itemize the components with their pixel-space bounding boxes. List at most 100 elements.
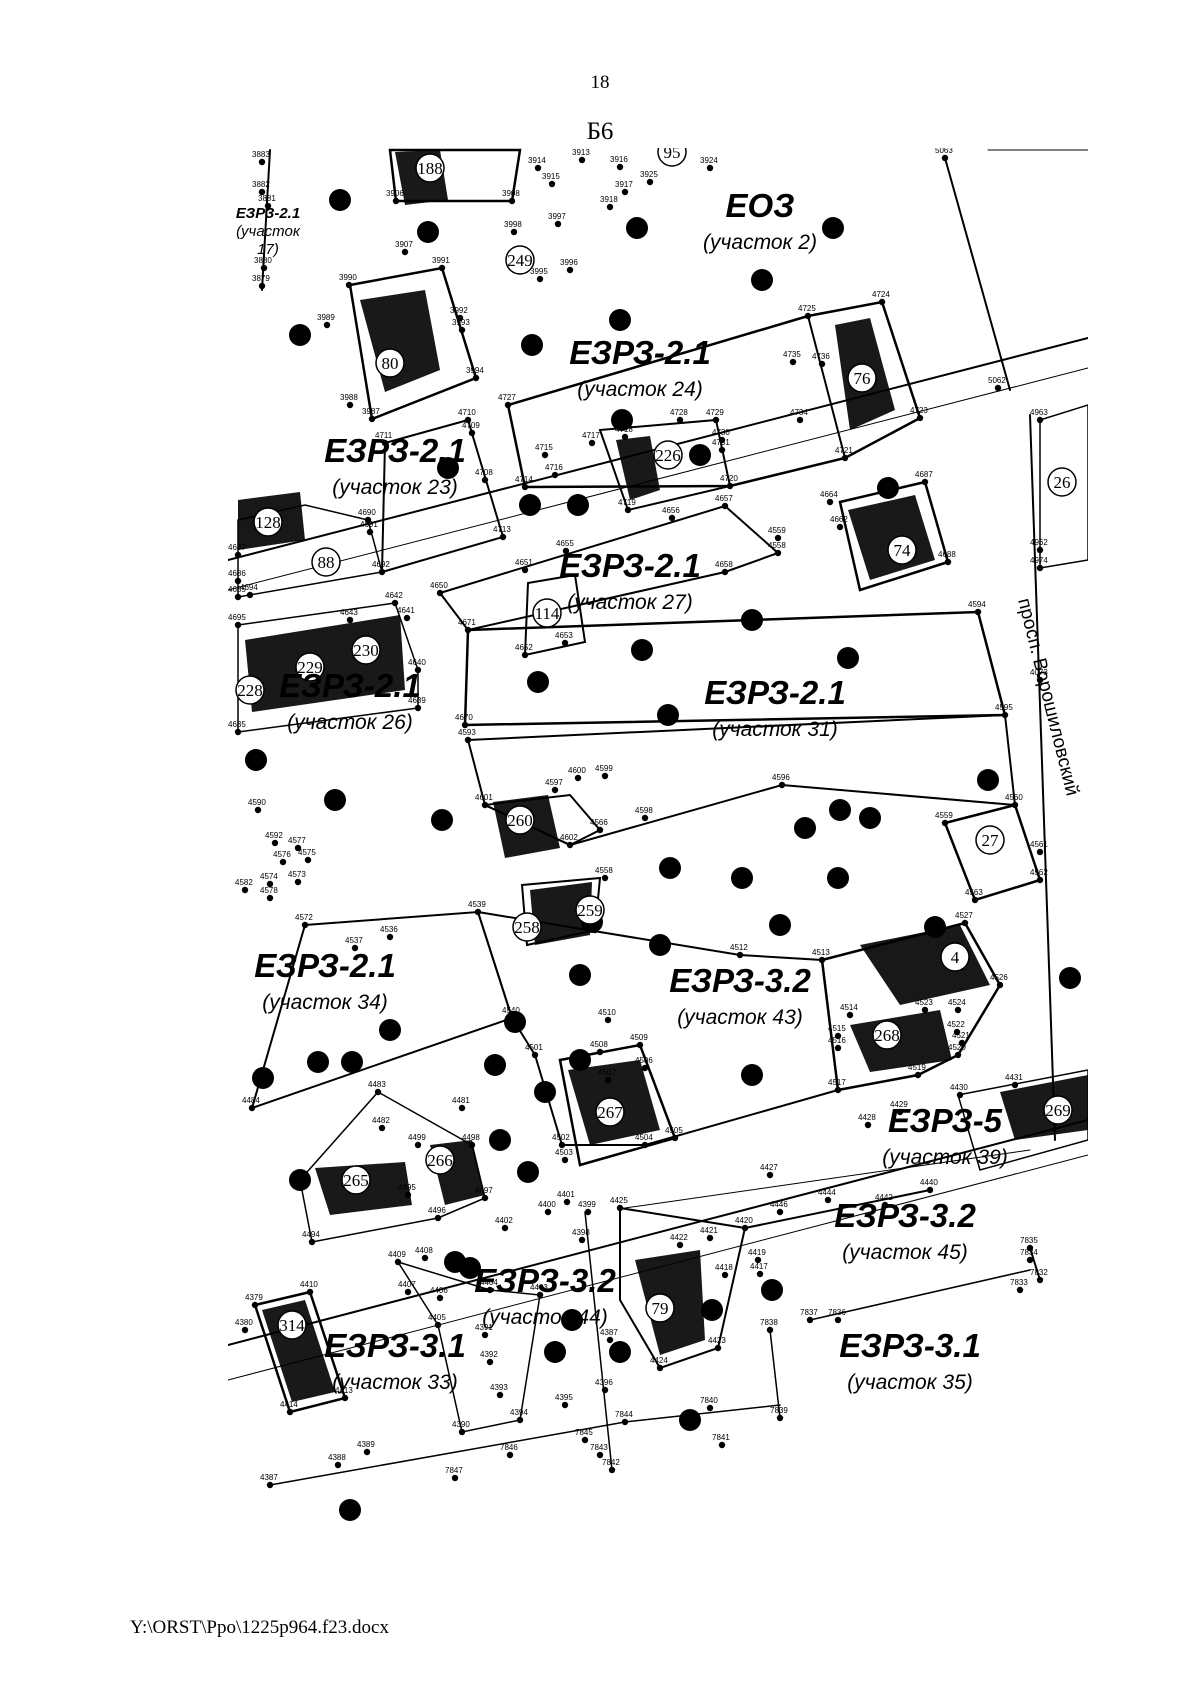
- survey-point-dot: [971, 896, 979, 904]
- survey-point-dot: [251, 1301, 259, 1309]
- survey-point-number: 4574: [260, 872, 278, 881]
- survey-point-number: 4388: [328, 1453, 346, 1462]
- survey-point-dot: [841, 454, 849, 462]
- survey-point-dot: [601, 1386, 609, 1394]
- survey-point-dot: [258, 188, 266, 196]
- survey-point-dot: [596, 1451, 604, 1459]
- survey-point-dot: [706, 1234, 714, 1242]
- marker-dot: [609, 309, 631, 331]
- survey-point-number: 7838: [760, 1318, 778, 1327]
- survey-point-dot: [234, 728, 242, 736]
- survey-point-dot: [824, 1196, 832, 1204]
- survey-point-number: 3881: [258, 194, 276, 203]
- object-circle: [847, 363, 877, 393]
- survey-point-dot: [604, 1016, 612, 1024]
- survey-point-number: 4688: [938, 550, 956, 559]
- object-circle: [351, 635, 381, 665]
- survey-point-dot: [804, 312, 812, 320]
- survey-point-number: 4517: [828, 1078, 846, 1087]
- survey-point-dot: [996, 981, 1004, 989]
- survey-point-number: 4425: [610, 1196, 628, 1205]
- survey-point-number: 4406: [430, 1286, 448, 1295]
- survey-point-number: 4481: [452, 1096, 470, 1105]
- survey-point-number: 4736: [812, 352, 830, 361]
- survey-point-dot: [896, 1108, 904, 1116]
- survey-point-dot: [671, 1134, 679, 1142]
- survey-point-number: 4495: [398, 1183, 416, 1192]
- survey-point-number: 4400: [538, 1200, 556, 1209]
- marker-dot: [701, 1299, 723, 1321]
- object-number: 265: [343, 1171, 369, 1190]
- survey-point-number: 4601: [475, 793, 493, 802]
- survey-point-dot: [736, 951, 744, 959]
- survey-point-dot: [345, 281, 353, 289]
- object-circle: [975, 825, 1005, 855]
- object-number: 266: [427, 1151, 453, 1170]
- object-number: 88: [318, 553, 335, 572]
- survey-point-number: 4389: [357, 1440, 375, 1449]
- survey-point-dot: [401, 248, 409, 256]
- zone-plot: (участок 23): [332, 476, 458, 499]
- survey-point-number: 4561: [1030, 840, 1048, 849]
- marker-dot: [329, 189, 351, 211]
- zone-labels: ЕОЗ(участок 2)ЕЗРЗ-2.1(участок 24)ЕЗРЗ-2…: [236, 187, 1008, 1394]
- survey-point-dot: [826, 498, 834, 506]
- survey-point-number: 3991: [432, 256, 450, 265]
- survey-point-dot: [1036, 1276, 1044, 1284]
- survey-point-number: 4641: [397, 606, 415, 615]
- survey-point-dot: [266, 1481, 274, 1489]
- survey-point-dot: [464, 626, 472, 634]
- object-number: 228: [237, 681, 263, 700]
- survey-point-dot: [561, 639, 569, 647]
- survey-point-number: 4392: [480, 1350, 498, 1359]
- marker-dot: [611, 409, 633, 431]
- survey-point-dot: [391, 599, 399, 607]
- survey-point-number: 4575: [298, 848, 316, 857]
- survey-point-dot: [721, 568, 729, 576]
- marker-dot: [561, 1309, 583, 1331]
- survey-point-dot: [341, 1394, 349, 1402]
- survey-point-dot: [378, 568, 386, 576]
- object-number: 229: [297, 658, 323, 677]
- survey-point-dot: [606, 1336, 614, 1344]
- survey-point-dot: [1036, 876, 1044, 884]
- survey-point-dot: [714, 1344, 722, 1352]
- survey-point-number: 4536: [380, 925, 398, 934]
- survey-point-number: 3916: [610, 155, 628, 164]
- survey-point-number: 4596: [772, 773, 790, 782]
- survey-point-number: 4560: [1005, 793, 1023, 802]
- zone-code: ЕЗРЗ-2.1: [569, 334, 711, 371]
- survey-point-dot: [554, 220, 562, 228]
- survey-point-dot: [301, 921, 309, 929]
- survey-point-number: 4505: [665, 1126, 683, 1135]
- object-circle: [341, 1165, 371, 1195]
- zone-plot: (участок 2): [703, 231, 817, 254]
- marker-dot: [431, 809, 453, 831]
- survey-point-dot: [776, 1414, 784, 1422]
- marker-dot: [977, 769, 999, 791]
- survey-point-dot: [516, 1416, 524, 1424]
- survey-point-dot: [741, 1224, 749, 1232]
- survey-point-dot: [436, 1294, 444, 1302]
- survey-point-dot: [718, 436, 726, 444]
- survey-point-dot: [566, 841, 574, 849]
- survey-point-dot: [961, 919, 969, 927]
- object-circle: [940, 942, 970, 972]
- survey-point-dot: [596, 1048, 604, 1056]
- survey-point-number: 4640: [408, 658, 426, 667]
- zone-plot: (участок 24): [577, 378, 703, 401]
- survey-point-number: 3906: [386, 189, 404, 198]
- survey-point-number: 4635: [228, 720, 246, 729]
- survey-point-number: 4559: [768, 526, 786, 535]
- survey-point-number: 3918: [600, 195, 618, 204]
- survey-point-number: 7832: [1030, 1268, 1048, 1277]
- survey-point-dot: [499, 533, 507, 541]
- survey-point-dot: [846, 1011, 854, 1019]
- survey-point-dot: [712, 416, 720, 424]
- survey-point-dot: [796, 416, 804, 424]
- marker-dot: [1059, 967, 1081, 989]
- survey-point-number: 4430: [950, 1083, 968, 1092]
- survey-point-number: 7844: [615, 1410, 633, 1419]
- object-number: 79: [652, 1299, 669, 1318]
- survey-point-number: 4963: [1030, 408, 1048, 417]
